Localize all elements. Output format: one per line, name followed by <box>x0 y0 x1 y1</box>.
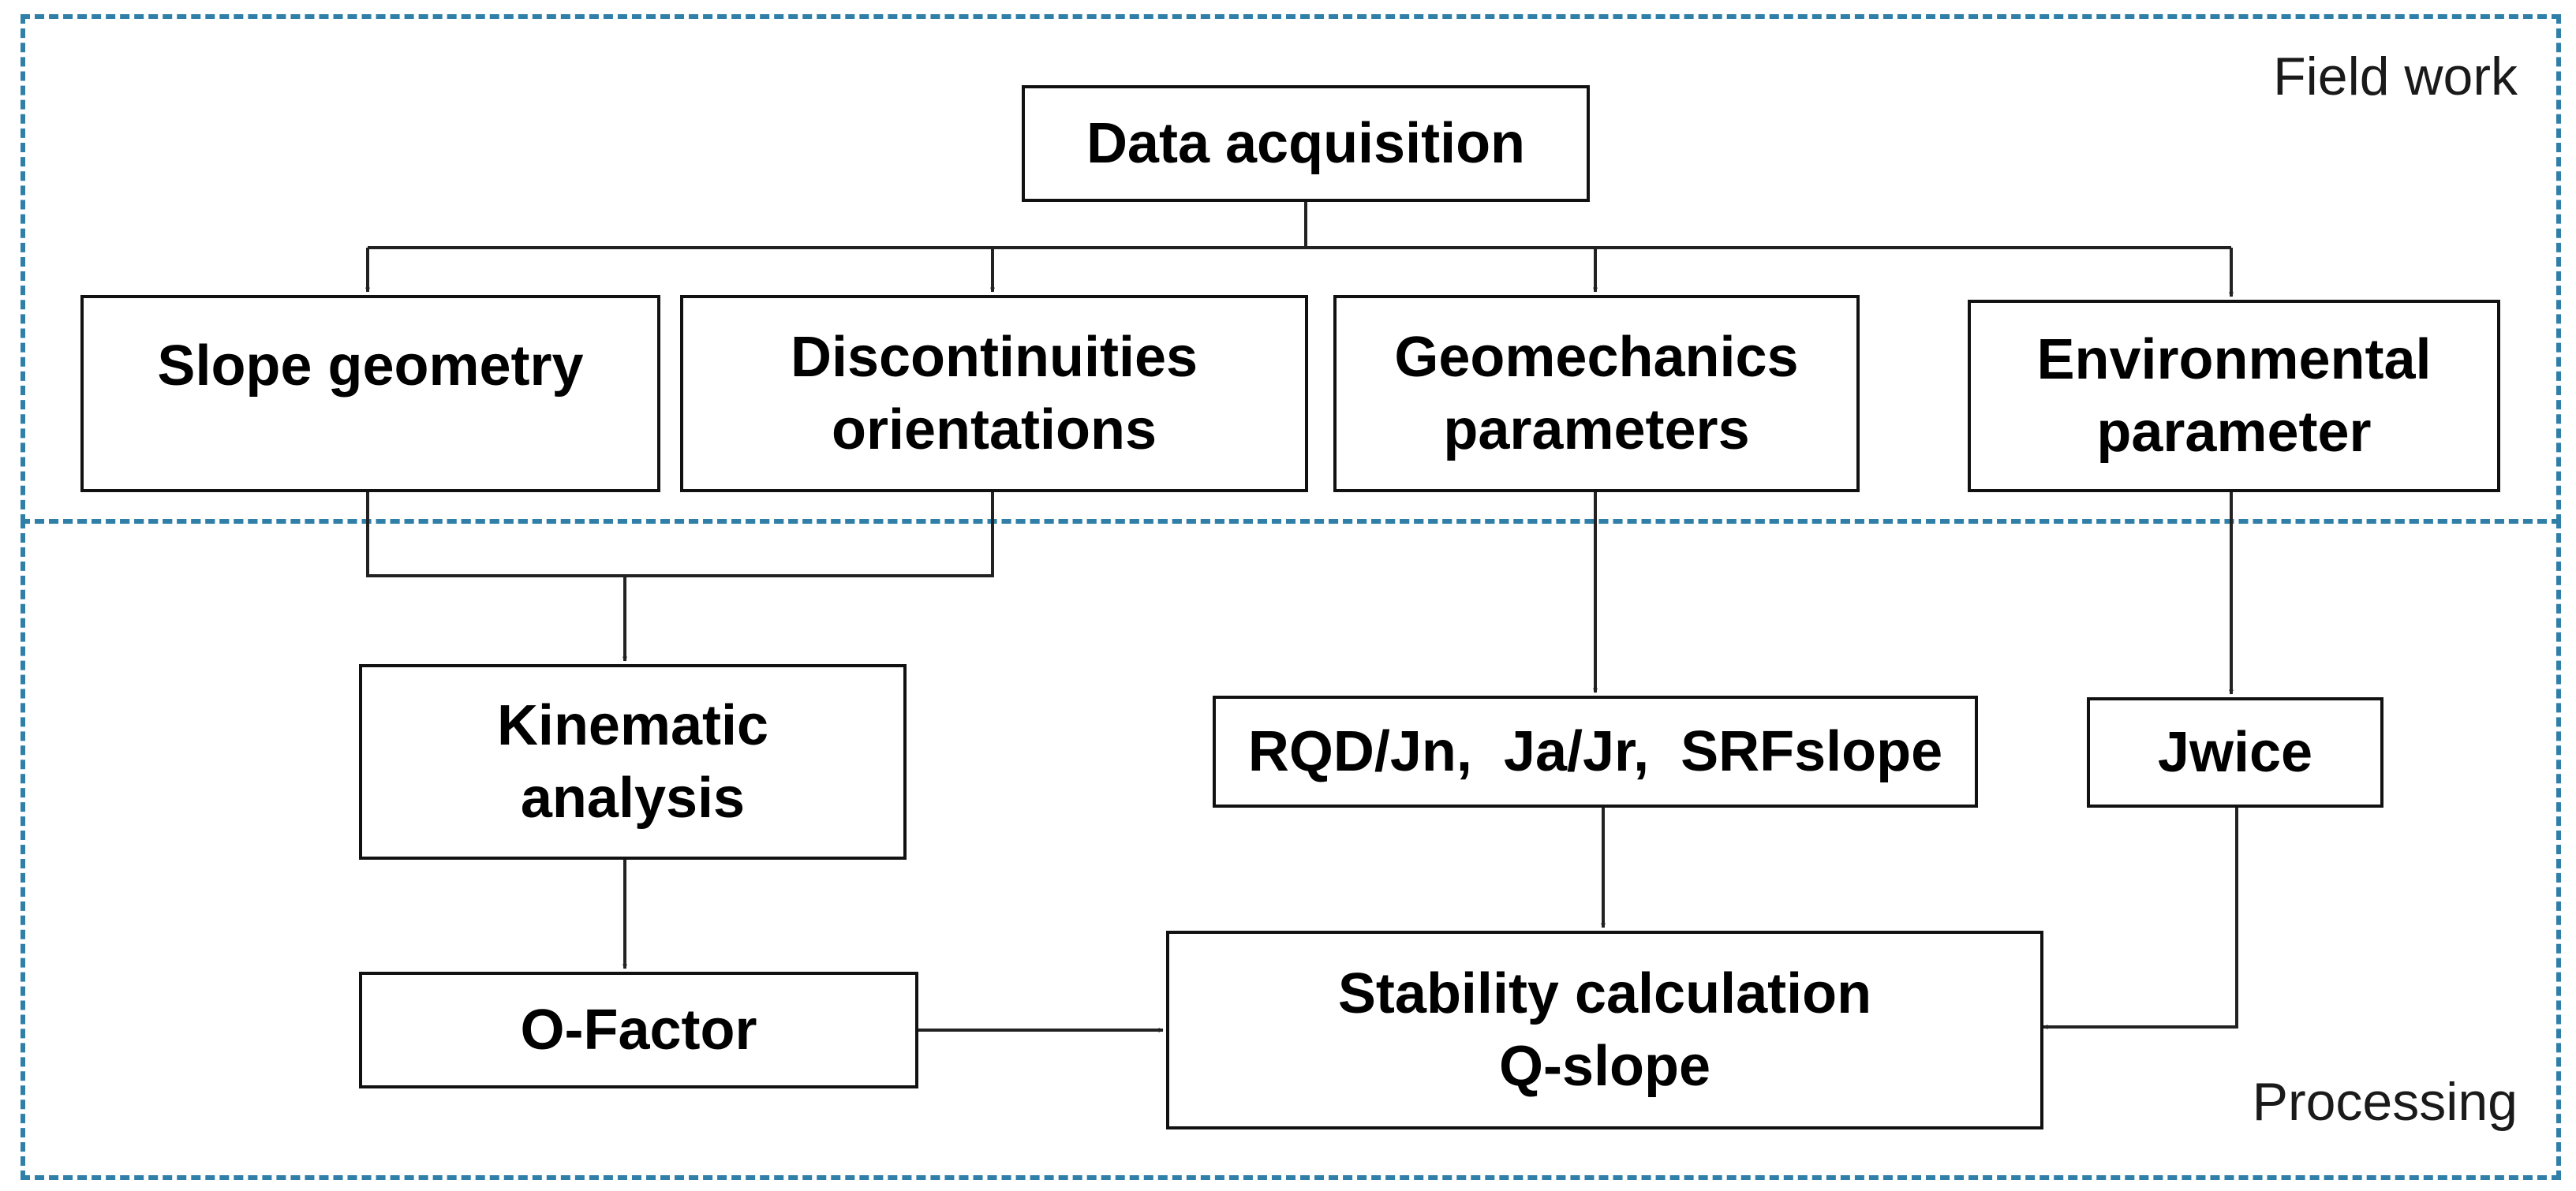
node-slope-geometry: Slope geometry <box>80 295 660 492</box>
node-discontinuities-orientations-label: Discontinuities orientations <box>790 325 1198 461</box>
node-kinematic-analysis-label: Kinematic analysis <box>496 693 769 830</box>
node-data-acquisition-label: Data acquisition <box>1086 111 1526 175</box>
node-o-factor-label: O-Factor <box>520 998 757 1062</box>
node-rqd-ja-srf: RQD/Jn, Ja/Jr, SRFslope <box>1213 696 1978 808</box>
node-stability-calculation: Stability calculation Q-slope <box>1166 931 2043 1129</box>
node-geomechanics-parameters: Geomechanics parameters <box>1333 295 1860 492</box>
node-slope-geometry-label: Slope geometry <box>157 334 584 398</box>
edge-merge-to-kinematic <box>366 489 994 577</box>
node-o-factor: O-Factor <box>359 972 918 1088</box>
field-work-label: Field work <box>2273 47 2518 106</box>
node-rqd-ja-srf-label: RQD/Jn, Ja/Jr, SRFslope <box>1247 719 1943 783</box>
processing-region <box>21 519 2561 1180</box>
node-environmental-parameter: Environmental parameter <box>1968 300 2500 492</box>
node-geomechanics-parameters-label: Geomechanics parameters <box>1394 325 1799 461</box>
node-jwice-label: Jwice <box>2157 720 2313 784</box>
processing-label: Processing <box>2252 1072 2518 1132</box>
node-data-acquisition: Data acquisition <box>1022 85 1590 202</box>
node-kinematic-analysis: Kinematic analysis <box>359 664 907 860</box>
node-environmental-parameter-label: Environmental parameter <box>2036 327 2432 464</box>
node-stability-calculation-label: Stability calculation Q-slope <box>1337 961 1872 1098</box>
node-discontinuities-orientations: Discontinuities orientations <box>680 295 1308 492</box>
edge-jwice-to-stability <box>2043 808 2238 1029</box>
node-jwice: Jwice <box>2087 697 2383 808</box>
